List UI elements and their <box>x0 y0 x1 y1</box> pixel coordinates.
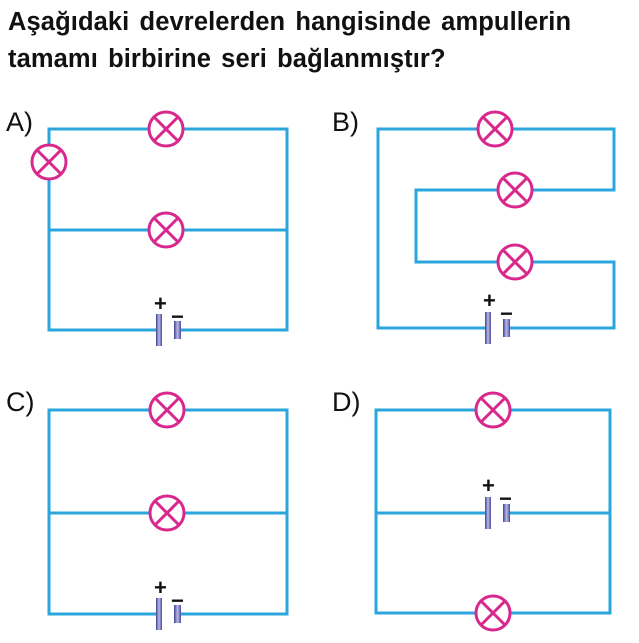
battery-plus-label: + <box>154 291 167 316</box>
option-d-wires <box>374 408 612 615</box>
option-c-label: C) <box>6 387 35 417</box>
battery-icon: + − <box>483 288 513 344</box>
battery-plus-label: + <box>154 575 167 600</box>
bulb-icon <box>474 594 512 632</box>
battery-minus-label: − <box>171 304 184 329</box>
battery-icon: + − <box>154 291 184 346</box>
bulb-icon <box>496 171 534 209</box>
battery-minus-label: − <box>499 486 512 511</box>
bulb-icon <box>147 211 185 249</box>
battery-plus-label: + <box>482 473 495 498</box>
battery-minus-label: − <box>171 588 184 613</box>
option-b-wires <box>376 127 616 330</box>
bulb-icon <box>30 143 68 181</box>
option-b-label: B) <box>332 107 359 137</box>
bulb-icon <box>496 243 534 281</box>
battery-minus-label: − <box>500 301 513 326</box>
option-a: A) + − <box>6 107 289 346</box>
question-text: Aşağıdaki devrelerden hangisinde ampulle… <box>8 4 638 78</box>
bulb-icon <box>474 391 512 429</box>
question-line-1: Aşağıdaki devrelerden hangisinde ampulle… <box>8 8 572 36</box>
battery-plus-label: + <box>483 288 496 313</box>
option-b: B) + − <box>332 107 616 344</box>
bulb-icon <box>148 494 186 532</box>
bulb-icon <box>147 110 185 148</box>
option-a-label: A) <box>6 107 33 137</box>
option-c: C) + − <box>6 387 289 630</box>
option-d-label: D) <box>332 387 361 417</box>
battery-icon: + − <box>482 473 512 529</box>
question-line-2: tamamı birbirine seri bağlanmıştır? <box>8 45 446 73</box>
option-d: D) + − <box>332 387 612 632</box>
battery-icon: + − <box>154 575 184 630</box>
bulb-icon <box>148 391 186 429</box>
bulb-icon <box>476 110 514 148</box>
